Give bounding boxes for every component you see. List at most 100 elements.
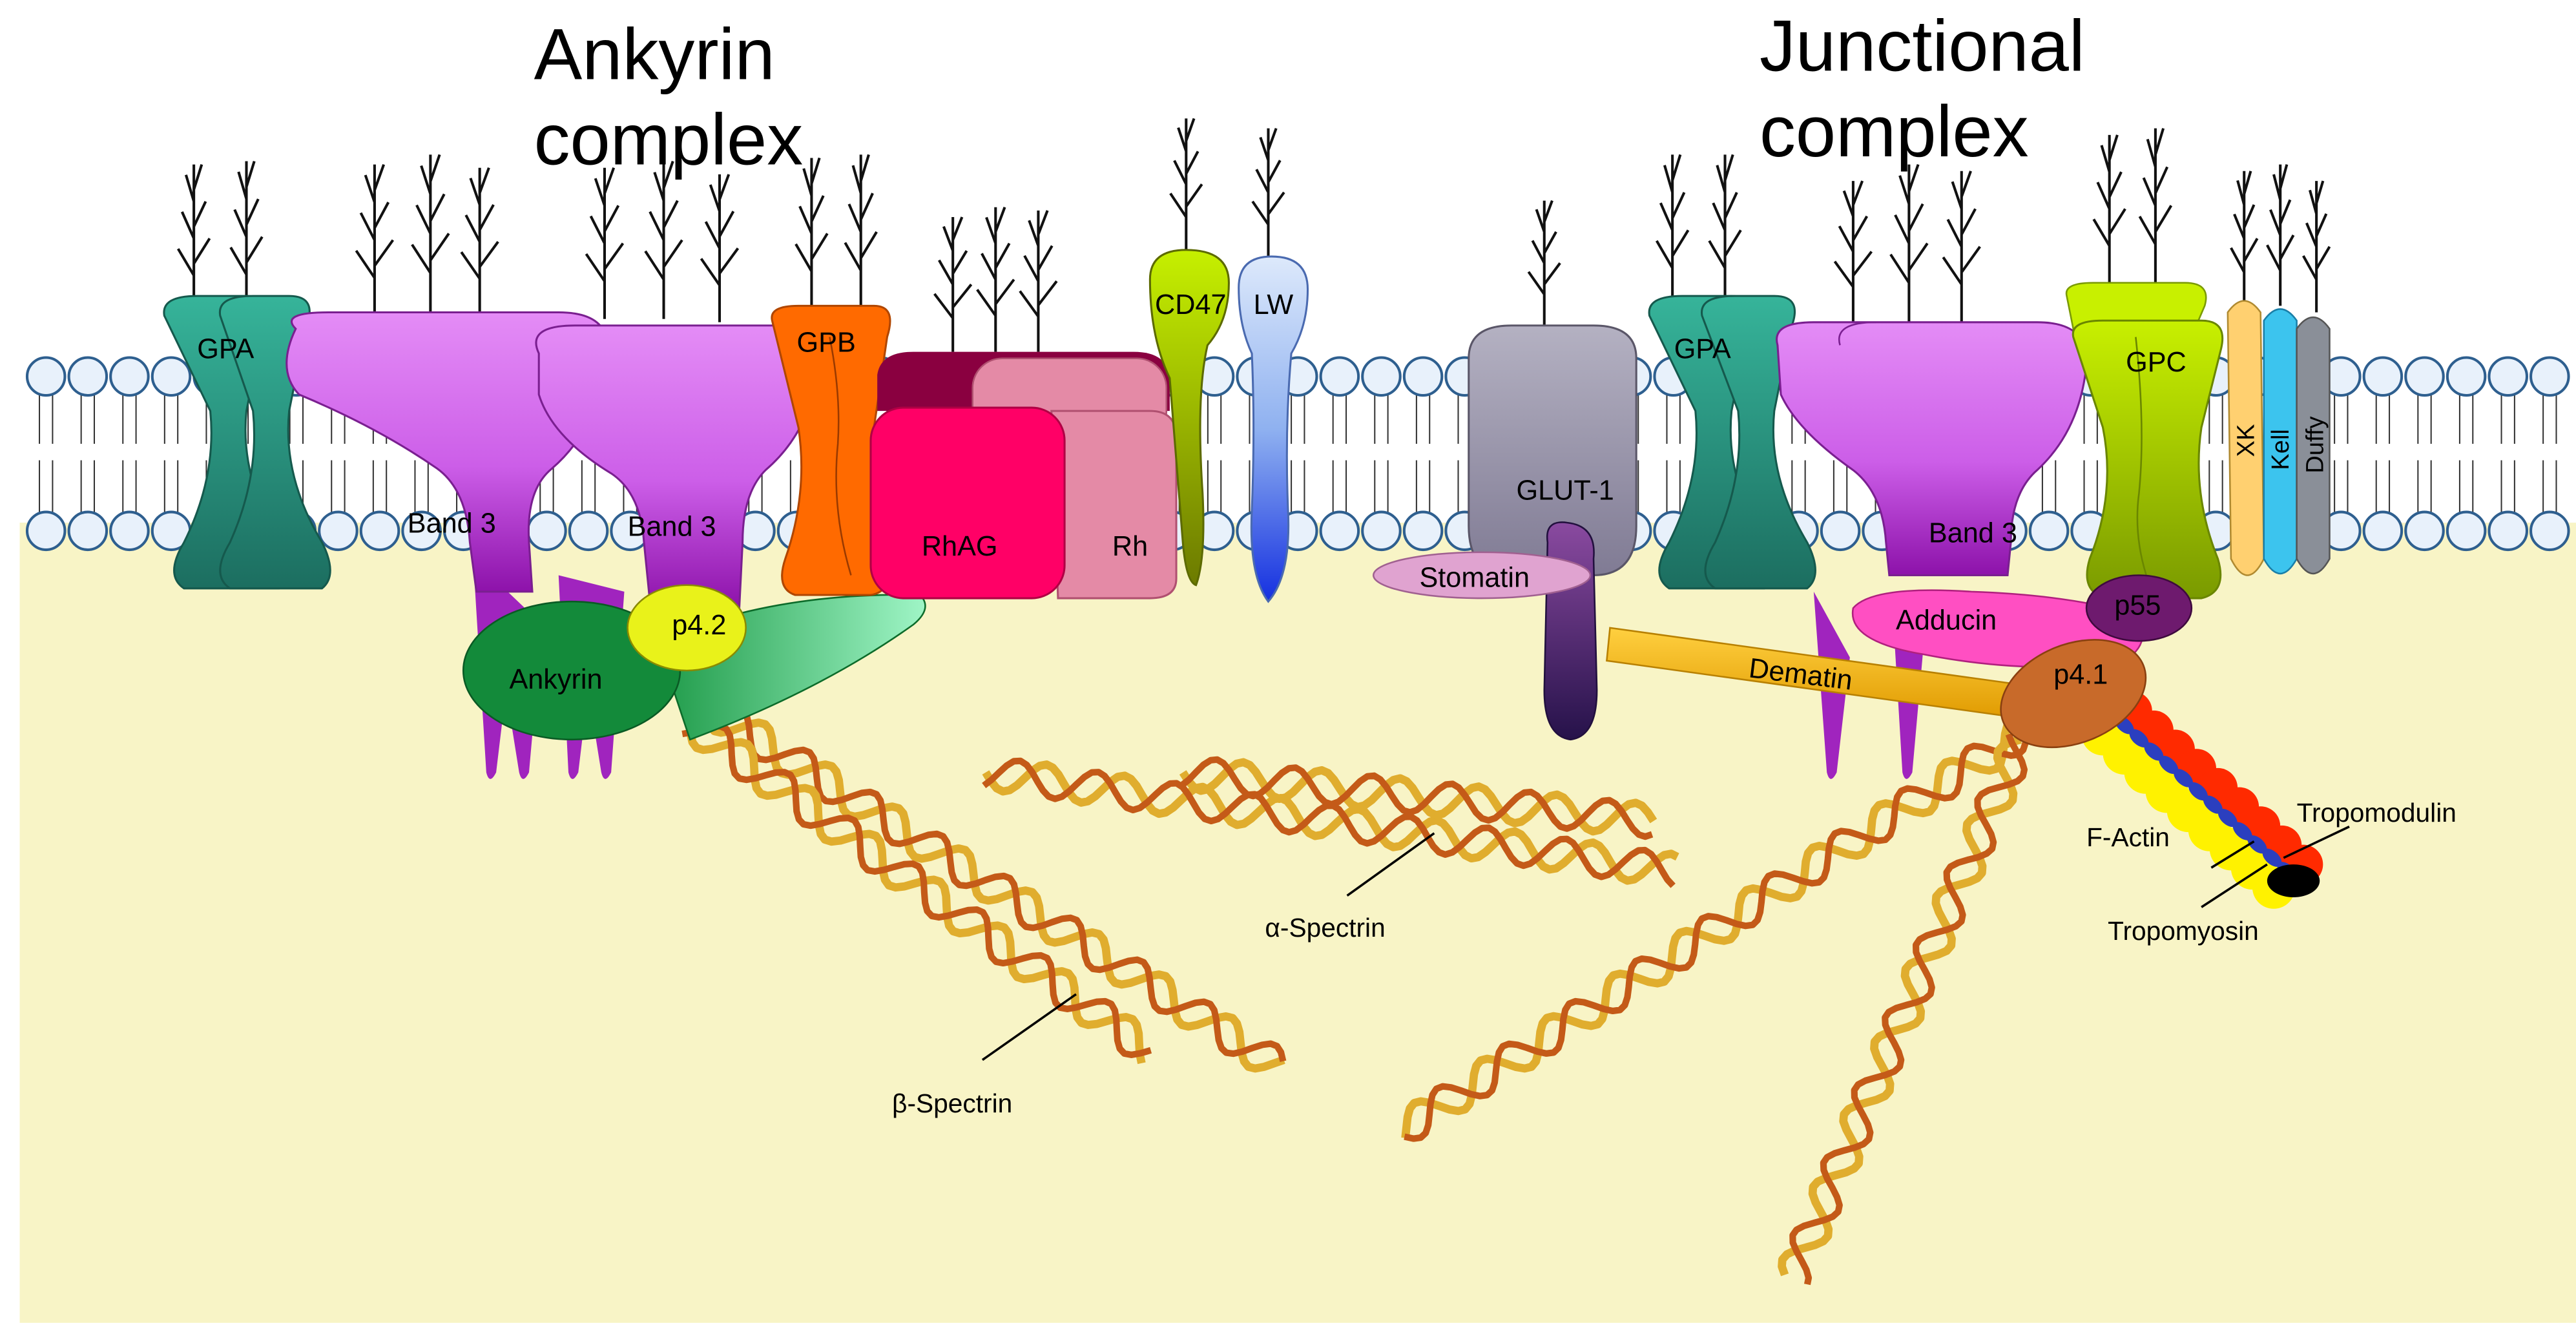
tropomyosin-segment (2159, 755, 2179, 775)
spectrin-strand (982, 760, 1679, 885)
label-gpc: GPC (2126, 347, 2186, 378)
spectrin-strand (702, 706, 1285, 1073)
label-tropomyosin: Tropomyosin (2108, 916, 2259, 946)
label-alpha-spectrin: α-Spectrin (1265, 913, 1385, 943)
duffy-protein (2296, 317, 2331, 575)
label-gpa-left: GPA (197, 334, 254, 365)
lipid-head (67, 510, 109, 552)
glycan-tree (460, 167, 499, 316)
lipid-head (1820, 510, 1861, 552)
lipid-head (1361, 510, 1402, 552)
lipid-head (109, 510, 150, 552)
label-band3-right: Band 3 (1929, 518, 2017, 549)
lipid-head (2529, 356, 2570, 397)
title-junctional-line2: complex (1760, 91, 2029, 172)
spectrin-strand (1789, 733, 2028, 1286)
cd47-protein (1148, 249, 1230, 587)
label-kell: Kell (2267, 429, 2294, 470)
label-rhag: RhAG (922, 531, 998, 562)
glycan-tree (1251, 127, 1285, 257)
tropomyosin-segment (2232, 822, 2252, 840)
glycan-tree (1889, 163, 1929, 322)
glycan-tree (2302, 180, 2331, 313)
glycan-tree (2138, 128, 2173, 283)
glycan-tree (2266, 164, 2295, 306)
label-gpa-right: GPA (1674, 334, 1731, 365)
glycan-tree (844, 154, 878, 309)
spectrin-strand (1404, 711, 2033, 1142)
rhag-protein (869, 406, 1066, 599)
lipid-head (109, 356, 150, 397)
label-gpb: GPB (797, 328, 856, 359)
rh-complex (869, 351, 1178, 599)
glycan-tree (1942, 171, 1981, 322)
lipid-head (25, 356, 67, 397)
tropomyosin-segment (2188, 782, 2208, 801)
label-adducin: Adducin (1896, 605, 1997, 636)
lipid-head (2446, 356, 2487, 397)
tropomyosin-segment (2129, 729, 2149, 747)
glycan-tree (1169, 118, 1203, 250)
cytoplasm-area (19, 523, 2576, 1323)
tropomyosin-segment (2218, 808, 2238, 828)
label-ankyrin: Ankyrin (509, 664, 602, 695)
f-actin-filament (2060, 672, 2323, 909)
title-junctional-line1: Junctional (1760, 6, 2085, 87)
glycan-tree (176, 164, 211, 313)
glycan-tree (644, 160, 683, 319)
lipid-head (526, 510, 567, 552)
p55-protein (2085, 574, 2193, 642)
label-p42: p4.2 (672, 610, 726, 641)
lipid-head (2529, 510, 2570, 552)
tropomyosin-segment (2247, 835, 2267, 854)
label-f-actin: F-Actin (2086, 822, 2170, 852)
label-glut1: GLUT-1 (1517, 475, 1614, 506)
lipid-head (25, 510, 67, 552)
glycan-trees (176, 118, 2331, 352)
spectrin-strand (1179, 756, 1654, 840)
label-cd47: CD47 (1155, 289, 1227, 320)
label-band3-b: Band 3 (628, 511, 716, 542)
label-lw: LW (1254, 289, 1294, 320)
title-ankyrin-line2: complex (534, 99, 804, 180)
label-rh: Rh (1112, 531, 1148, 562)
tropomyosin-segment (2174, 769, 2194, 787)
rh-protein (1050, 410, 1178, 599)
tropomyosin-segment (2144, 742, 2164, 761)
glycan-tree (411, 154, 450, 313)
glycan-tree (2230, 171, 2259, 306)
lipid-head (2028, 510, 2070, 552)
label-p55: p55 (2114, 590, 2161, 621)
lipid-head (568, 510, 609, 552)
glycan-tree (1708, 154, 1742, 306)
glycan-tree (1833, 180, 1873, 322)
label-p41: p4.1 (2053, 659, 2108, 690)
spectrin-strand (1179, 758, 1657, 836)
tropomodulin-cap (2267, 864, 2320, 897)
gpc-protein (2065, 282, 2224, 599)
glycan-tree (1019, 210, 1058, 352)
glycan-tree (2092, 134, 2126, 283)
lipid-head (2488, 510, 2528, 552)
glycan-tree (585, 167, 625, 319)
stomatin-protein (1372, 521, 1598, 741)
lipid-head (151, 356, 192, 397)
leader-lines (981, 826, 2350, 1061)
lipid-head (2362, 510, 2404, 552)
lipid-head (2362, 356, 2404, 397)
gpa-left-protein (163, 295, 331, 590)
glycan-tree (229, 160, 264, 313)
p42-protein (627, 584, 747, 672)
spectrin-strand (1778, 735, 2022, 1276)
lipid-head (1361, 356, 1402, 397)
label-band3-a: Band 3 (408, 508, 496, 539)
lipid-head (2404, 356, 2445, 397)
p41-protein (2000, 639, 2147, 749)
glycan-tree (355, 163, 395, 316)
spectrin-strand (698, 704, 1287, 1062)
glycan-tree (795, 157, 829, 309)
lipid-head (359, 510, 400, 552)
lipid-head (2404, 510, 2445, 552)
tropomyosin-segment (2262, 848, 2282, 867)
label-tropomodulin: Tropomodulin (2297, 798, 2457, 828)
